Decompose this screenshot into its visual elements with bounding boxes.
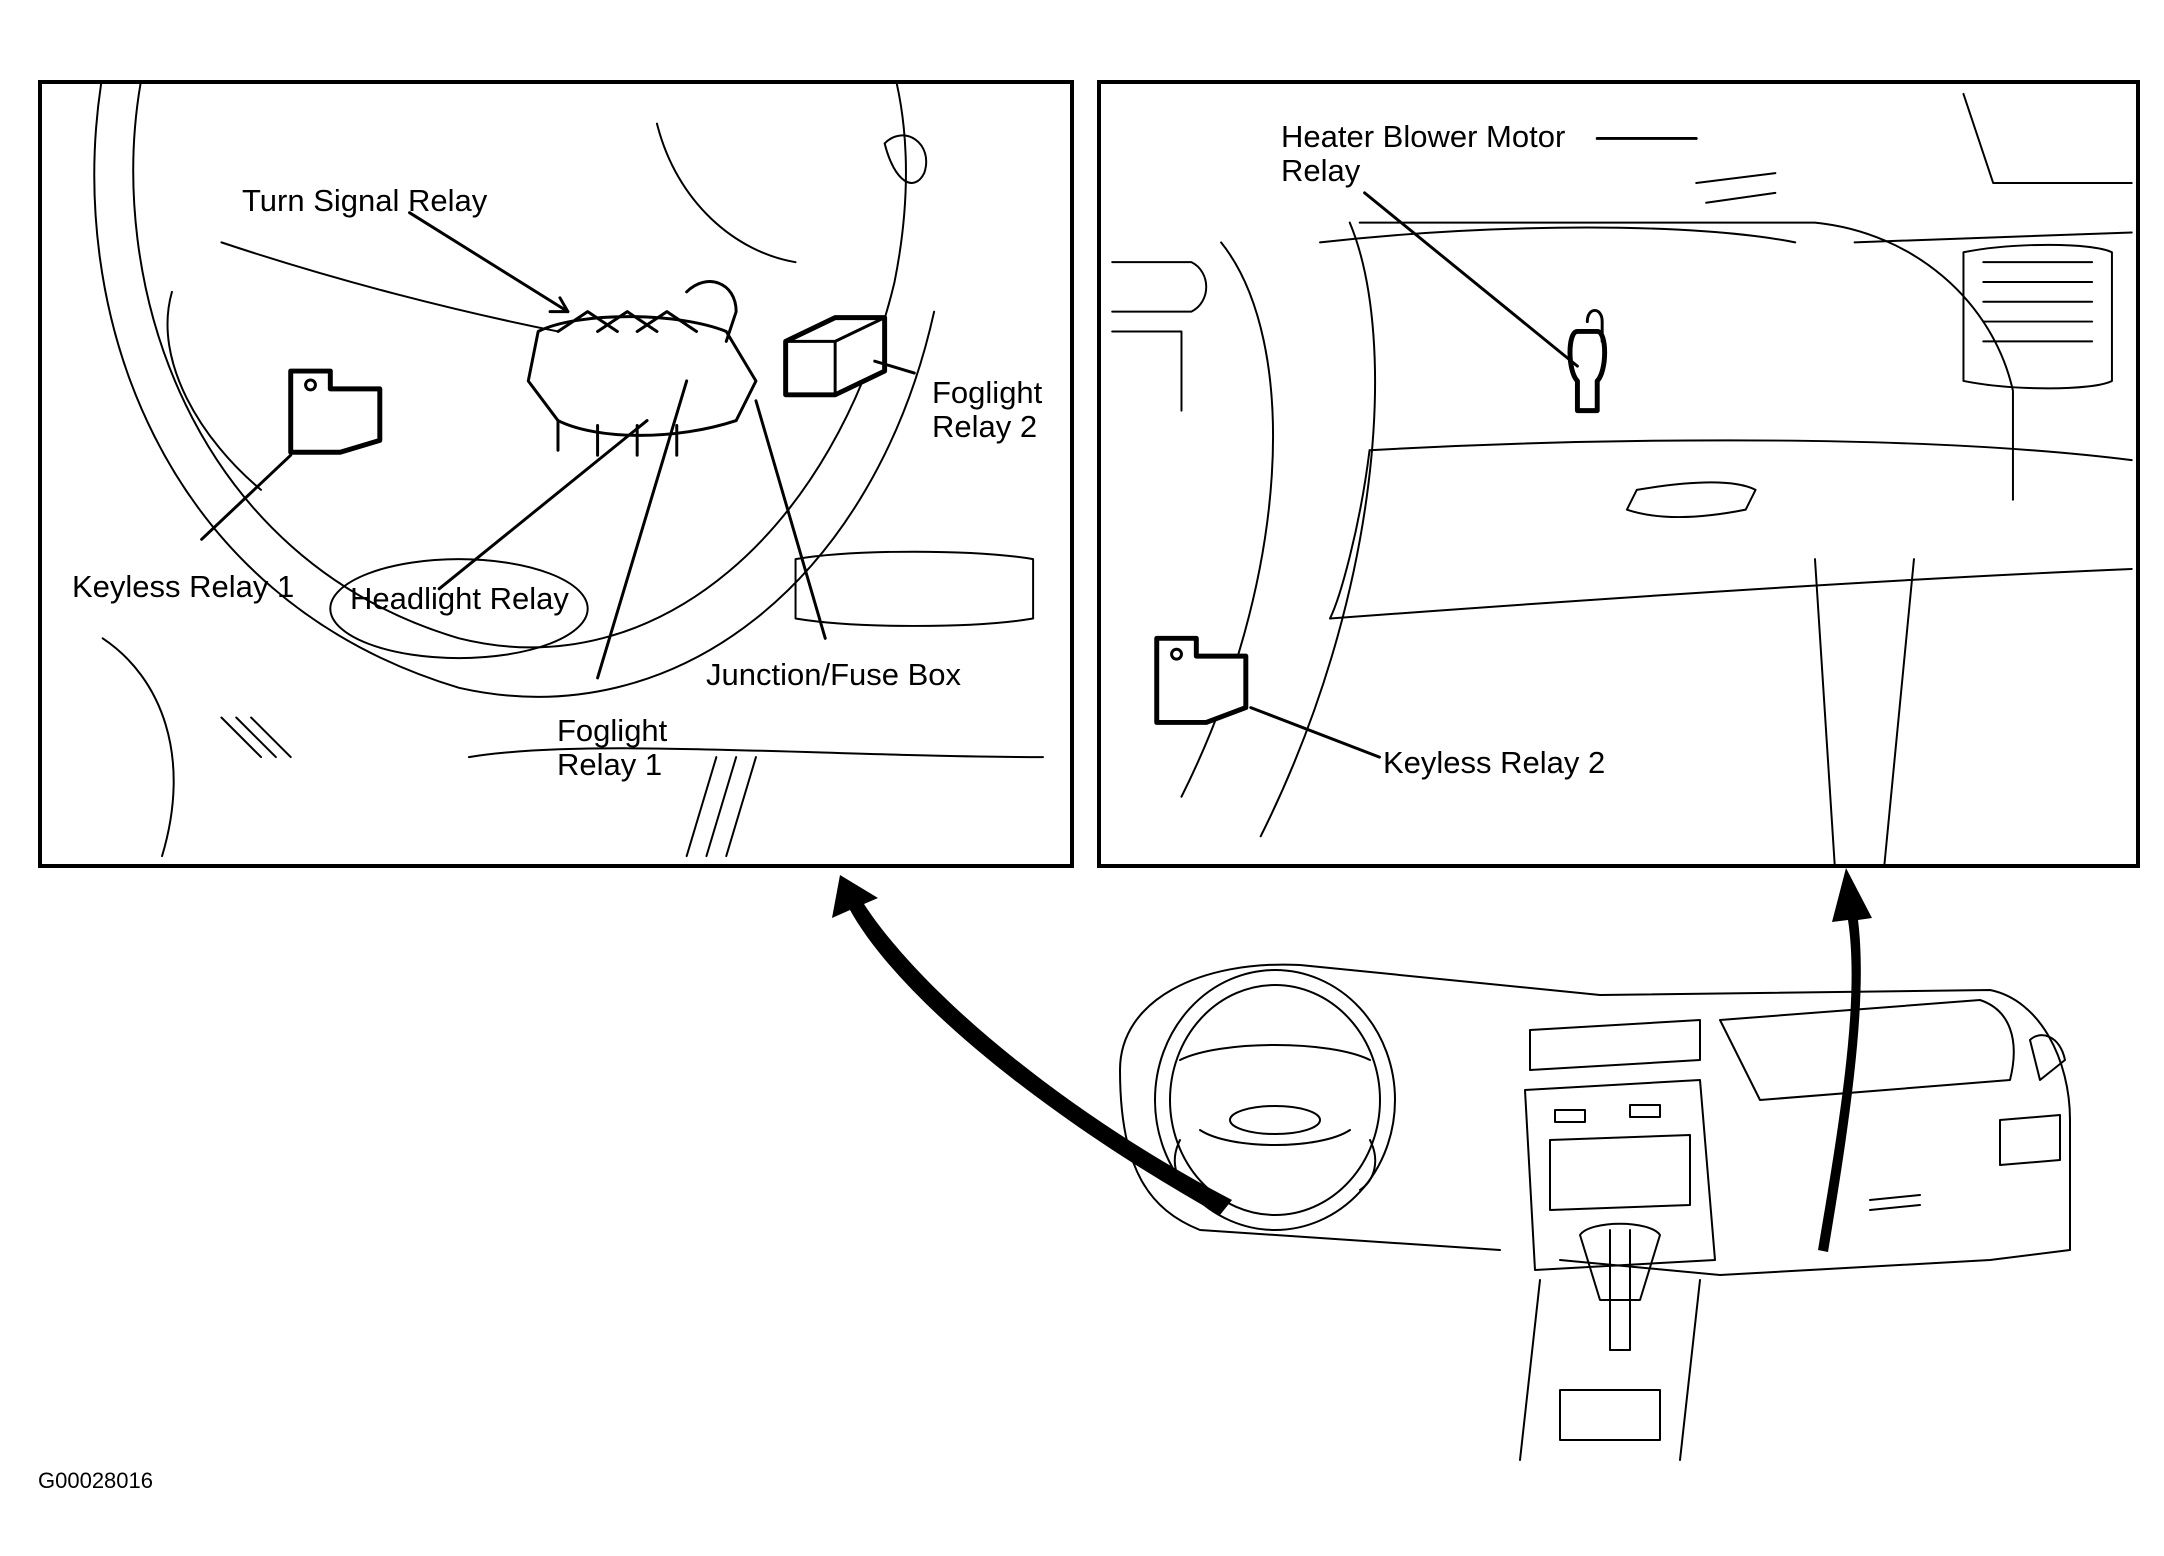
keyless-relay-2-leader	[1249, 706, 1381, 759]
keyless-relay-2-label: Keyless Relay 2	[1383, 745, 1606, 780]
heater-blower-motor-relay-label: Heater Blower Motor Relay	[1281, 119, 1566, 188]
glove-box-area-drawing	[1111, 92, 2133, 864]
junction-box-leader	[754, 399, 827, 640]
heater-relay-leader	[1363, 191, 1579, 368]
right-detail-panel: Heater Blower Motor Relay Keyless Relay …	[1097, 80, 2140, 868]
figure-code: G00028016	[38, 1468, 153, 1493]
arrow-to-left-panel	[832, 875, 1232, 1215]
keyless-relay-1-label: Keyless Relay 1	[72, 569, 295, 604]
steering-column-area-drawing	[93, 84, 1044, 858]
foglight-relay-1-leader	[596, 379, 689, 680]
foglight-relay-2-label: Foglight Relay 2	[932, 375, 1043, 444]
junction-fuse-box-label: Junction/Fuse Box	[706, 657, 962, 692]
foglight-relay-2-leader	[873, 359, 916, 375]
turn-signal-leader	[408, 211, 570, 314]
arrow-to-right-panel	[1818, 868, 1872, 1252]
headlight-relay-label: Headlight Relay	[350, 581, 569, 616]
keyless-relay-1-leader	[200, 453, 293, 541]
turn-signal-relay-label: Turn Signal Relay	[242, 183, 488, 218]
foglight-relay-1-label: Foglight Relay 1	[557, 713, 668, 782]
left-detail-panel: Turn Signal Relay Foglight Relay 2 Keyle…	[38, 80, 1074, 868]
headlight-relay-leader	[437, 419, 649, 591]
